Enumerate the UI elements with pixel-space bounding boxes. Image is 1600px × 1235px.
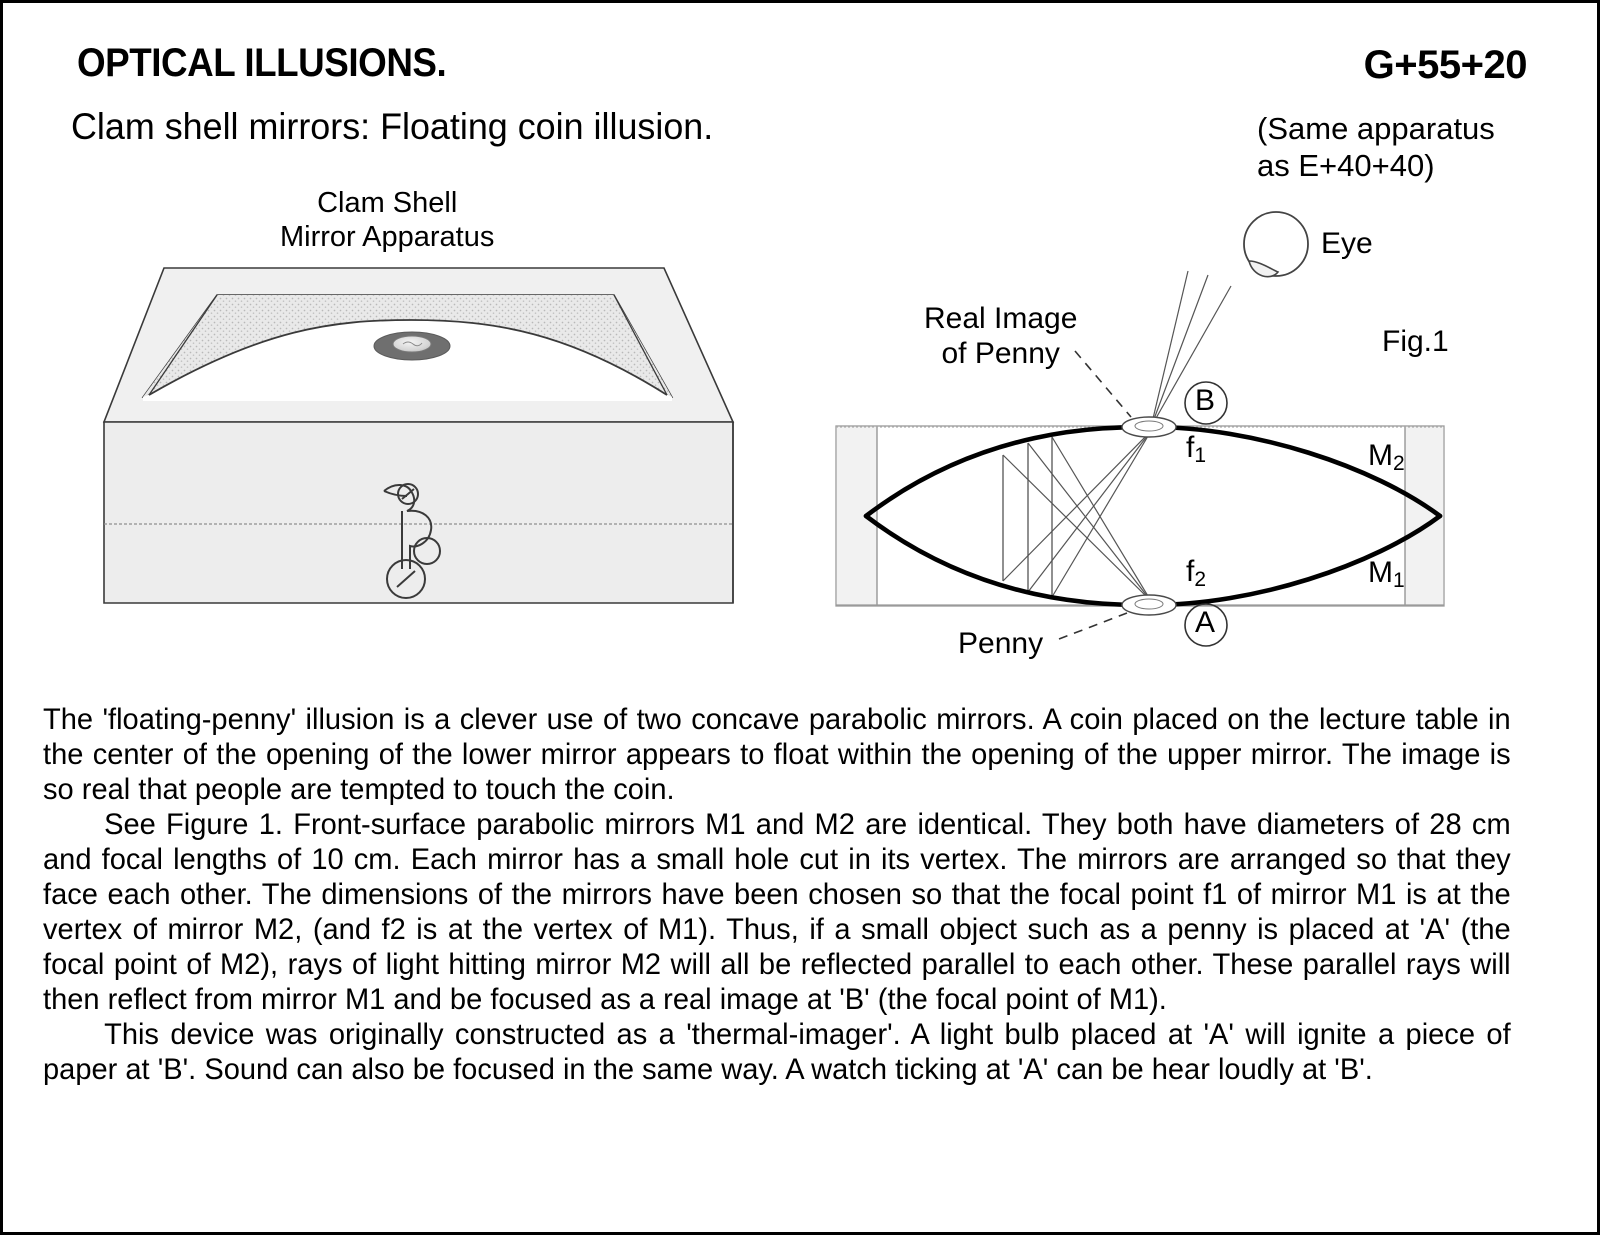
ray-image-to-eye xyxy=(1150,270,1232,428)
frame-band-left xyxy=(837,427,877,605)
rim-inner-right-edge xyxy=(613,294,668,396)
real-image-label-line2: of Penny xyxy=(941,336,1060,370)
eye-label: Eye xyxy=(1321,227,1373,260)
focus-f2-label: f2 xyxy=(1186,555,1206,592)
ray-to-eye-a xyxy=(1150,270,1189,428)
mirror-m2-label: M2 xyxy=(1368,439,1405,476)
ray-m1-to-image-c xyxy=(1051,430,1152,598)
paragraph-2: See Figure 1. Front-surface parabolic mi… xyxy=(43,807,1511,1016)
paragraph-3: This device was originally constructed a… xyxy=(43,1017,1511,1086)
apparatus-note: (Same apparatus as E+40+40) xyxy=(1257,111,1495,183)
ray-penny-to-m2-c xyxy=(1051,436,1152,602)
penny-label: Penny xyxy=(958,627,1044,660)
ray-to-eye-b xyxy=(1150,274,1209,428)
apparatus-box xyxy=(102,267,735,604)
ray-penny-to-m2-b xyxy=(1027,442,1152,602)
point-a-circle xyxy=(1184,603,1228,647)
latch-screw-middle xyxy=(413,537,441,565)
page-subtitle: Clam shell mirrors: Floating coin illusi… xyxy=(71,106,714,147)
ray-m1-to-image-b xyxy=(1027,430,1152,593)
real-image-penny xyxy=(1121,416,1177,438)
focus-f1-label: f1 xyxy=(1186,431,1206,468)
real-image-label: Real Image of Penny xyxy=(924,302,1077,372)
real-image-leader-line xyxy=(1074,350,1132,418)
paragraph-1: The 'floating-penny' illusion is a cleve… xyxy=(43,703,1511,806)
penny-object xyxy=(1121,594,1177,616)
eye-globe xyxy=(1243,211,1309,277)
mirror-m1-label: M1 xyxy=(1368,556,1405,593)
focus-f2-subscript: 2 xyxy=(1194,568,1207,591)
eye-icon xyxy=(1243,211,1309,278)
description-text: The 'floating-penny' illusion is a cleve… xyxy=(43,703,1511,1087)
eye-cornea xyxy=(1247,260,1280,278)
latch-hook xyxy=(383,484,433,569)
box-latch xyxy=(383,483,441,599)
real-image-penny-inner xyxy=(1134,420,1164,432)
mirror-m1-subscript: 1 xyxy=(1393,569,1405,592)
mirror-m2-letter: M xyxy=(1368,439,1393,472)
mirror-dome-fill xyxy=(143,320,672,401)
point-b-label: B xyxy=(1195,384,1216,417)
penny-in-apparatus xyxy=(392,335,432,353)
latch-screw-bottom-slot xyxy=(396,570,416,588)
focus-f1-letter: f xyxy=(1186,431,1195,464)
real-image-label-line1: Real Image xyxy=(924,302,1078,335)
rim-inner-left-edge xyxy=(148,294,218,396)
ray-paths xyxy=(1002,430,1152,602)
point-a-label: A xyxy=(1195,606,1216,639)
apparatus-caption-line2: Mirror Apparatus xyxy=(280,221,495,254)
page-title: OPTICAL ILLUSIONS. xyxy=(77,41,447,85)
apparatus-drawing xyxy=(102,211,1445,647)
catalog-code: G+55+20 xyxy=(1363,43,1528,87)
mirror-dome-edge xyxy=(148,319,668,396)
apparatus-caption: Clam Shell Mirror Apparatus xyxy=(280,186,494,254)
parallel-ray-bundle xyxy=(1002,437,1053,597)
focus-f2-letter: f xyxy=(1186,555,1195,588)
latch-screw-bottom xyxy=(386,559,426,599)
figure-number: Fig.1 xyxy=(1382,325,1449,358)
ray-diagram xyxy=(835,211,1445,647)
ray-m1-to-image-a xyxy=(1002,430,1152,582)
point-b-circle xyxy=(1184,381,1228,425)
apparatus-caption-line1: Clam Shell xyxy=(317,187,458,219)
focus-f1-subscript: 1 xyxy=(1194,444,1207,467)
diagram-frame xyxy=(835,425,1445,607)
ray-to-eye-c xyxy=(1150,285,1232,428)
penny-leader-line xyxy=(1058,612,1128,640)
latch-screw-top xyxy=(397,483,419,505)
mirror-m2-subscript: 2 xyxy=(1393,452,1405,475)
latch-screw-top-slot xyxy=(401,488,415,500)
mirror-m1-letter: M xyxy=(1368,556,1393,589)
penny-relief-detail xyxy=(402,341,423,347)
penny-object-inner xyxy=(1134,598,1164,610)
